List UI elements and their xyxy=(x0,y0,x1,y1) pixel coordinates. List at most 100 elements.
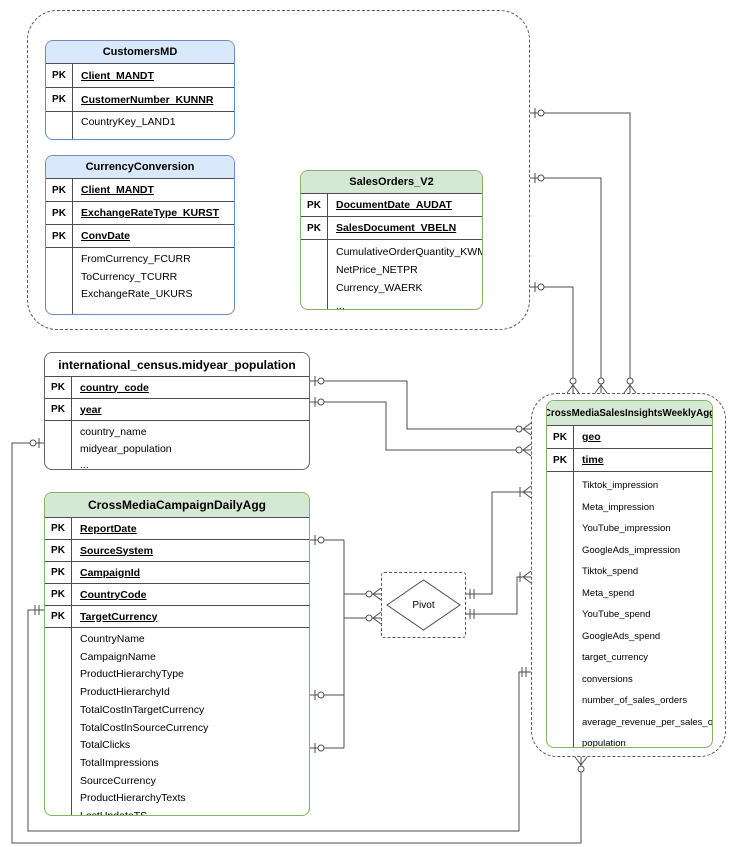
pk-row: PK year xyxy=(45,399,309,421)
pk-field-name: year xyxy=(80,403,102,416)
connector-year-to-weekly xyxy=(310,397,532,457)
pk-row: PK TargetCurrency xyxy=(45,606,309,628)
pk-field-name: ConvDate xyxy=(81,230,131,242)
table-body: CumulativeOrderQuantity_KWMENGNetPrice_N… xyxy=(301,240,482,309)
pk-row: PK time xyxy=(547,449,712,472)
pk-column xyxy=(45,421,72,469)
pk-field-name: time xyxy=(582,454,604,466)
field-name: LastUpdateTS xyxy=(80,808,309,815)
pivot-label: Pivot xyxy=(412,599,435,611)
pk-badge: PK xyxy=(301,194,328,216)
pk-field-name: country_code xyxy=(80,381,149,394)
pk-field-name: CountryCode xyxy=(80,588,147,601)
field-name: midyear_population xyxy=(80,442,172,455)
pk-row: PK ExchangeRateType_KURST xyxy=(46,202,234,225)
field-name: GoogleAds_impression xyxy=(582,544,681,556)
field-name: YouTube_spend xyxy=(582,609,651,620)
pk-badge: PK xyxy=(46,64,73,87)
field-name: number_of_sales_orders xyxy=(582,695,688,706)
connector-pivot-to-weekly-lower xyxy=(466,570,532,619)
connector-campaign-to-pivot-bus xyxy=(310,535,345,753)
field-name: TotalCostInSourceCurrency xyxy=(80,721,209,734)
pk-badge: PK xyxy=(45,540,72,561)
field-name: conversions xyxy=(582,673,633,685)
table-body: country_name midyear_population... xyxy=(45,421,309,469)
pk-badge: PK xyxy=(46,202,73,224)
pk-column xyxy=(45,628,72,815)
pk-badge: PK xyxy=(45,399,72,420)
field-name: ToCurrency_TCURR xyxy=(81,270,178,283)
table-title: CurrencyConversion xyxy=(46,156,234,179)
field-list: CumulativeOrderQuantity_KWMENGNetPrice_N… xyxy=(328,240,482,310)
pk-badge: PK xyxy=(46,88,73,111)
pk-column xyxy=(547,472,574,747)
table-title: SalesOrders_V2 xyxy=(301,171,482,194)
pk-field-name: TargetCurrency xyxy=(80,610,158,623)
field-name: TotalImpressions xyxy=(80,756,159,769)
field-name: Meta_impression xyxy=(582,501,655,513)
table-title: CustomersMD xyxy=(46,41,234,64)
connector-countrycode-to-weekly xyxy=(310,376,532,436)
table-title: CrossMediaSalesInsightsWeeklyAgg xyxy=(547,401,712,426)
pk-column xyxy=(301,240,328,309)
field-name: Tiktok_spend xyxy=(582,566,639,577)
pk-field-name: SalesDocument_VBELN xyxy=(336,222,457,234)
field-name: TotalCostInTargetCurrency xyxy=(80,703,205,716)
pk-badge: PK xyxy=(46,179,73,201)
pk-field-name: Client_MANDT xyxy=(81,69,154,82)
field-name: target_currency xyxy=(582,652,649,663)
field-name: ... xyxy=(336,300,345,310)
source-tables-group-outline xyxy=(27,10,530,330)
field-list: country_name midyear_population... xyxy=(72,421,309,469)
pk-row: PK country_code xyxy=(45,377,309,399)
pk-row: PK CampaignId xyxy=(45,562,309,584)
pk-row: PK CountryCode xyxy=(45,584,309,606)
pk-row: PK DocumentDate_AUDAT xyxy=(301,194,482,217)
field-name: CampaignName xyxy=(80,650,156,663)
pk-row: PK SourceSystem xyxy=(45,540,309,562)
field-name: country_name xyxy=(80,426,147,438)
table-body: CountryKey_LAND1... xyxy=(46,112,234,139)
field-name: ProductHierarchyType xyxy=(80,668,184,681)
pk-badge: PK xyxy=(547,426,574,448)
pk-field-name: ReportDate xyxy=(80,522,137,535)
field-name: Currency_WAERK xyxy=(336,282,423,294)
pk-column xyxy=(46,248,73,314)
pk-row: PK Client_MANDT xyxy=(46,64,234,88)
pk-column xyxy=(46,112,73,139)
pk-field-name: ExchangeRateType_KURST xyxy=(81,207,220,219)
field-name: ... xyxy=(80,459,89,470)
pk-field-name: SourceSystem xyxy=(80,544,153,557)
field-name: ... xyxy=(81,131,90,140)
pk-badge: PK xyxy=(45,584,72,605)
pk-field-name: CampaignId xyxy=(80,566,141,579)
pk-badge: PK xyxy=(45,606,72,627)
field-name: ExchangeRate_UKURS xyxy=(81,288,193,300)
pk-badge: PK xyxy=(547,449,574,471)
pk-row: PK geo xyxy=(547,426,712,449)
pk-field-name: DocumentDate_AUDAT xyxy=(336,199,452,211)
field-name: NetPrice_NETPR xyxy=(336,264,418,276)
field-name: ... xyxy=(81,305,90,315)
pk-badge: PK xyxy=(45,562,72,583)
pk-badge: PK xyxy=(45,377,72,398)
pk-field-name: geo xyxy=(582,431,601,443)
field-name: CountryKey_LAND1 xyxy=(81,116,176,128)
connector-customers-to-weekly xyxy=(530,108,637,394)
field-list: CountryKey_LAND1... xyxy=(73,112,234,139)
